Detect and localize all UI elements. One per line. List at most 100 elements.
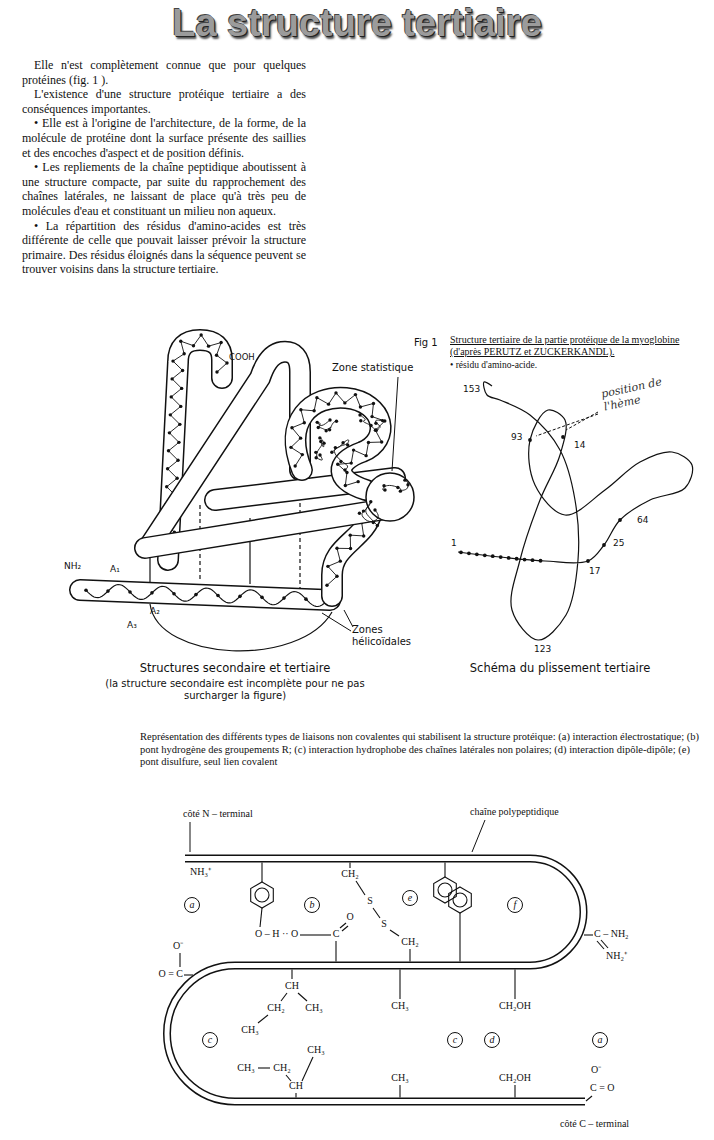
side-chain-bond (335, 941, 336, 962)
fold-line (149, 556, 150, 582)
residue-dot (507, 556, 511, 560)
aromatic-ring (453, 893, 467, 907)
node-text: b (310, 900, 315, 910)
residue-dot (369, 500, 372, 503)
residue-dot (179, 340, 182, 343)
residue-dot (523, 558, 527, 562)
protein-tube (84, 588, 308, 600)
side-chain-bond (444, 863, 445, 878)
residue-dot (531, 558, 535, 562)
residue-dot (312, 409, 315, 412)
node-text: f (514, 900, 517, 910)
residue-number: 1 (450, 538, 458, 549)
residue-dot (344, 484, 347, 487)
residue-dot (539, 559, 543, 563)
chemical-group: C (333, 928, 340, 940)
residue-dot (165, 485, 168, 488)
residue-dot (364, 454, 367, 457)
fold-line (150, 604, 332, 651)
side-chain-bond (261, 863, 262, 883)
protein-tube (358, 413, 384, 431)
residue-dot (314, 451, 317, 454)
side-chain-bond (349, 863, 350, 869)
protein-tube (289, 391, 386, 487)
side-chain-bond (373, 908, 380, 918)
side-chain-bond (586, 1096, 592, 1101)
residue-dot (301, 453, 304, 456)
residue-dot (602, 543, 606, 547)
residue-dot (316, 421, 319, 424)
side-chain-bond (514, 1085, 515, 1098)
chemical-group: CH₂ (401, 936, 418, 948)
figure-label: Zones hélicoïdales (352, 624, 436, 648)
residue-dot (128, 590, 132, 594)
residue-dot (318, 453, 321, 456)
residue-dot (491, 554, 495, 558)
residue-dot (150, 591, 154, 595)
residue-dot (182, 352, 185, 355)
side-chain-bond (340, 923, 346, 928)
body-paragraph: • La répartition des résidus d'amino-aci… (22, 219, 306, 277)
polypeptide-chain (167, 859, 585, 1102)
protein-tube (80, 333, 414, 606)
residue-dot (561, 435, 565, 439)
residue-dot (467, 551, 471, 555)
residue-number: 153 (462, 384, 481, 395)
figure-caption: Structures secondaire et tertiaire (140, 662, 331, 676)
protein-tube (382, 478, 409, 492)
polypeptide-chain (167, 859, 585, 1102)
circled-letter: b (304, 897, 320, 913)
residue-dot (362, 509, 365, 512)
residue-dot (325, 584, 328, 587)
chemical-group: C = O (590, 1082, 615, 1094)
residue-dot (225, 361, 228, 364)
residue-dot (335, 419, 338, 422)
residue-dot (346, 443, 349, 446)
circled-letter: a (184, 897, 200, 913)
side-chain-bond (601, 940, 608, 948)
protein-tube (314, 436, 326, 459)
residue-number: 123 (533, 644, 552, 655)
residue-dot (326, 565, 329, 568)
chemical-group: O⁻ (591, 1064, 601, 1076)
residue-dot (299, 408, 302, 411)
side-chain-bond (399, 970, 400, 1000)
chemical-group: CH₂ (273, 1062, 290, 1074)
body-paragraph: • Elle est à l'origine de l'architecture… (22, 116, 306, 160)
chemical-group: CH₂ (267, 1002, 284, 1014)
residue-dot (315, 396, 318, 399)
residue-dot (317, 426, 320, 429)
aromatic-ring (255, 888, 269, 902)
figure-label: A₂ (150, 606, 160, 617)
side-chain-bond (179, 953, 180, 967)
side-chain-bond (356, 881, 365, 895)
side-chain-bond (459, 913, 460, 962)
helix-line (86, 585, 326, 607)
leader-line (536, 414, 598, 436)
residue-dot (370, 415, 373, 418)
body-paragraph: Elle n'est complètement connue que pour … (22, 58, 306, 87)
residue-dot (515, 557, 519, 561)
figure-label: Zone statistique (332, 362, 413, 374)
residue-dot (586, 559, 590, 563)
residue-dot (359, 419, 362, 422)
residue-dot (238, 595, 242, 599)
residue-number: 14 (573, 440, 586, 451)
residue-dot (343, 468, 346, 471)
residue-dot (106, 589, 110, 593)
random-coil (360, 415, 383, 431)
chemical-group: O (346, 911, 353, 923)
random-coil (362, 503, 378, 526)
residue-dot (349, 547, 352, 550)
residue-dot (499, 555, 503, 559)
circled-letter: f (507, 897, 523, 913)
tube-outline (145, 508, 392, 548)
residue-dot (216, 594, 220, 598)
circled-letter: e (402, 890, 418, 906)
aromatic-ring (438, 883, 452, 897)
protein-tube (358, 500, 379, 527)
residue-dot (372, 521, 375, 524)
residue-dot (168, 431, 171, 434)
tube-body (296, 398, 381, 490)
residue-chain (327, 520, 375, 586)
